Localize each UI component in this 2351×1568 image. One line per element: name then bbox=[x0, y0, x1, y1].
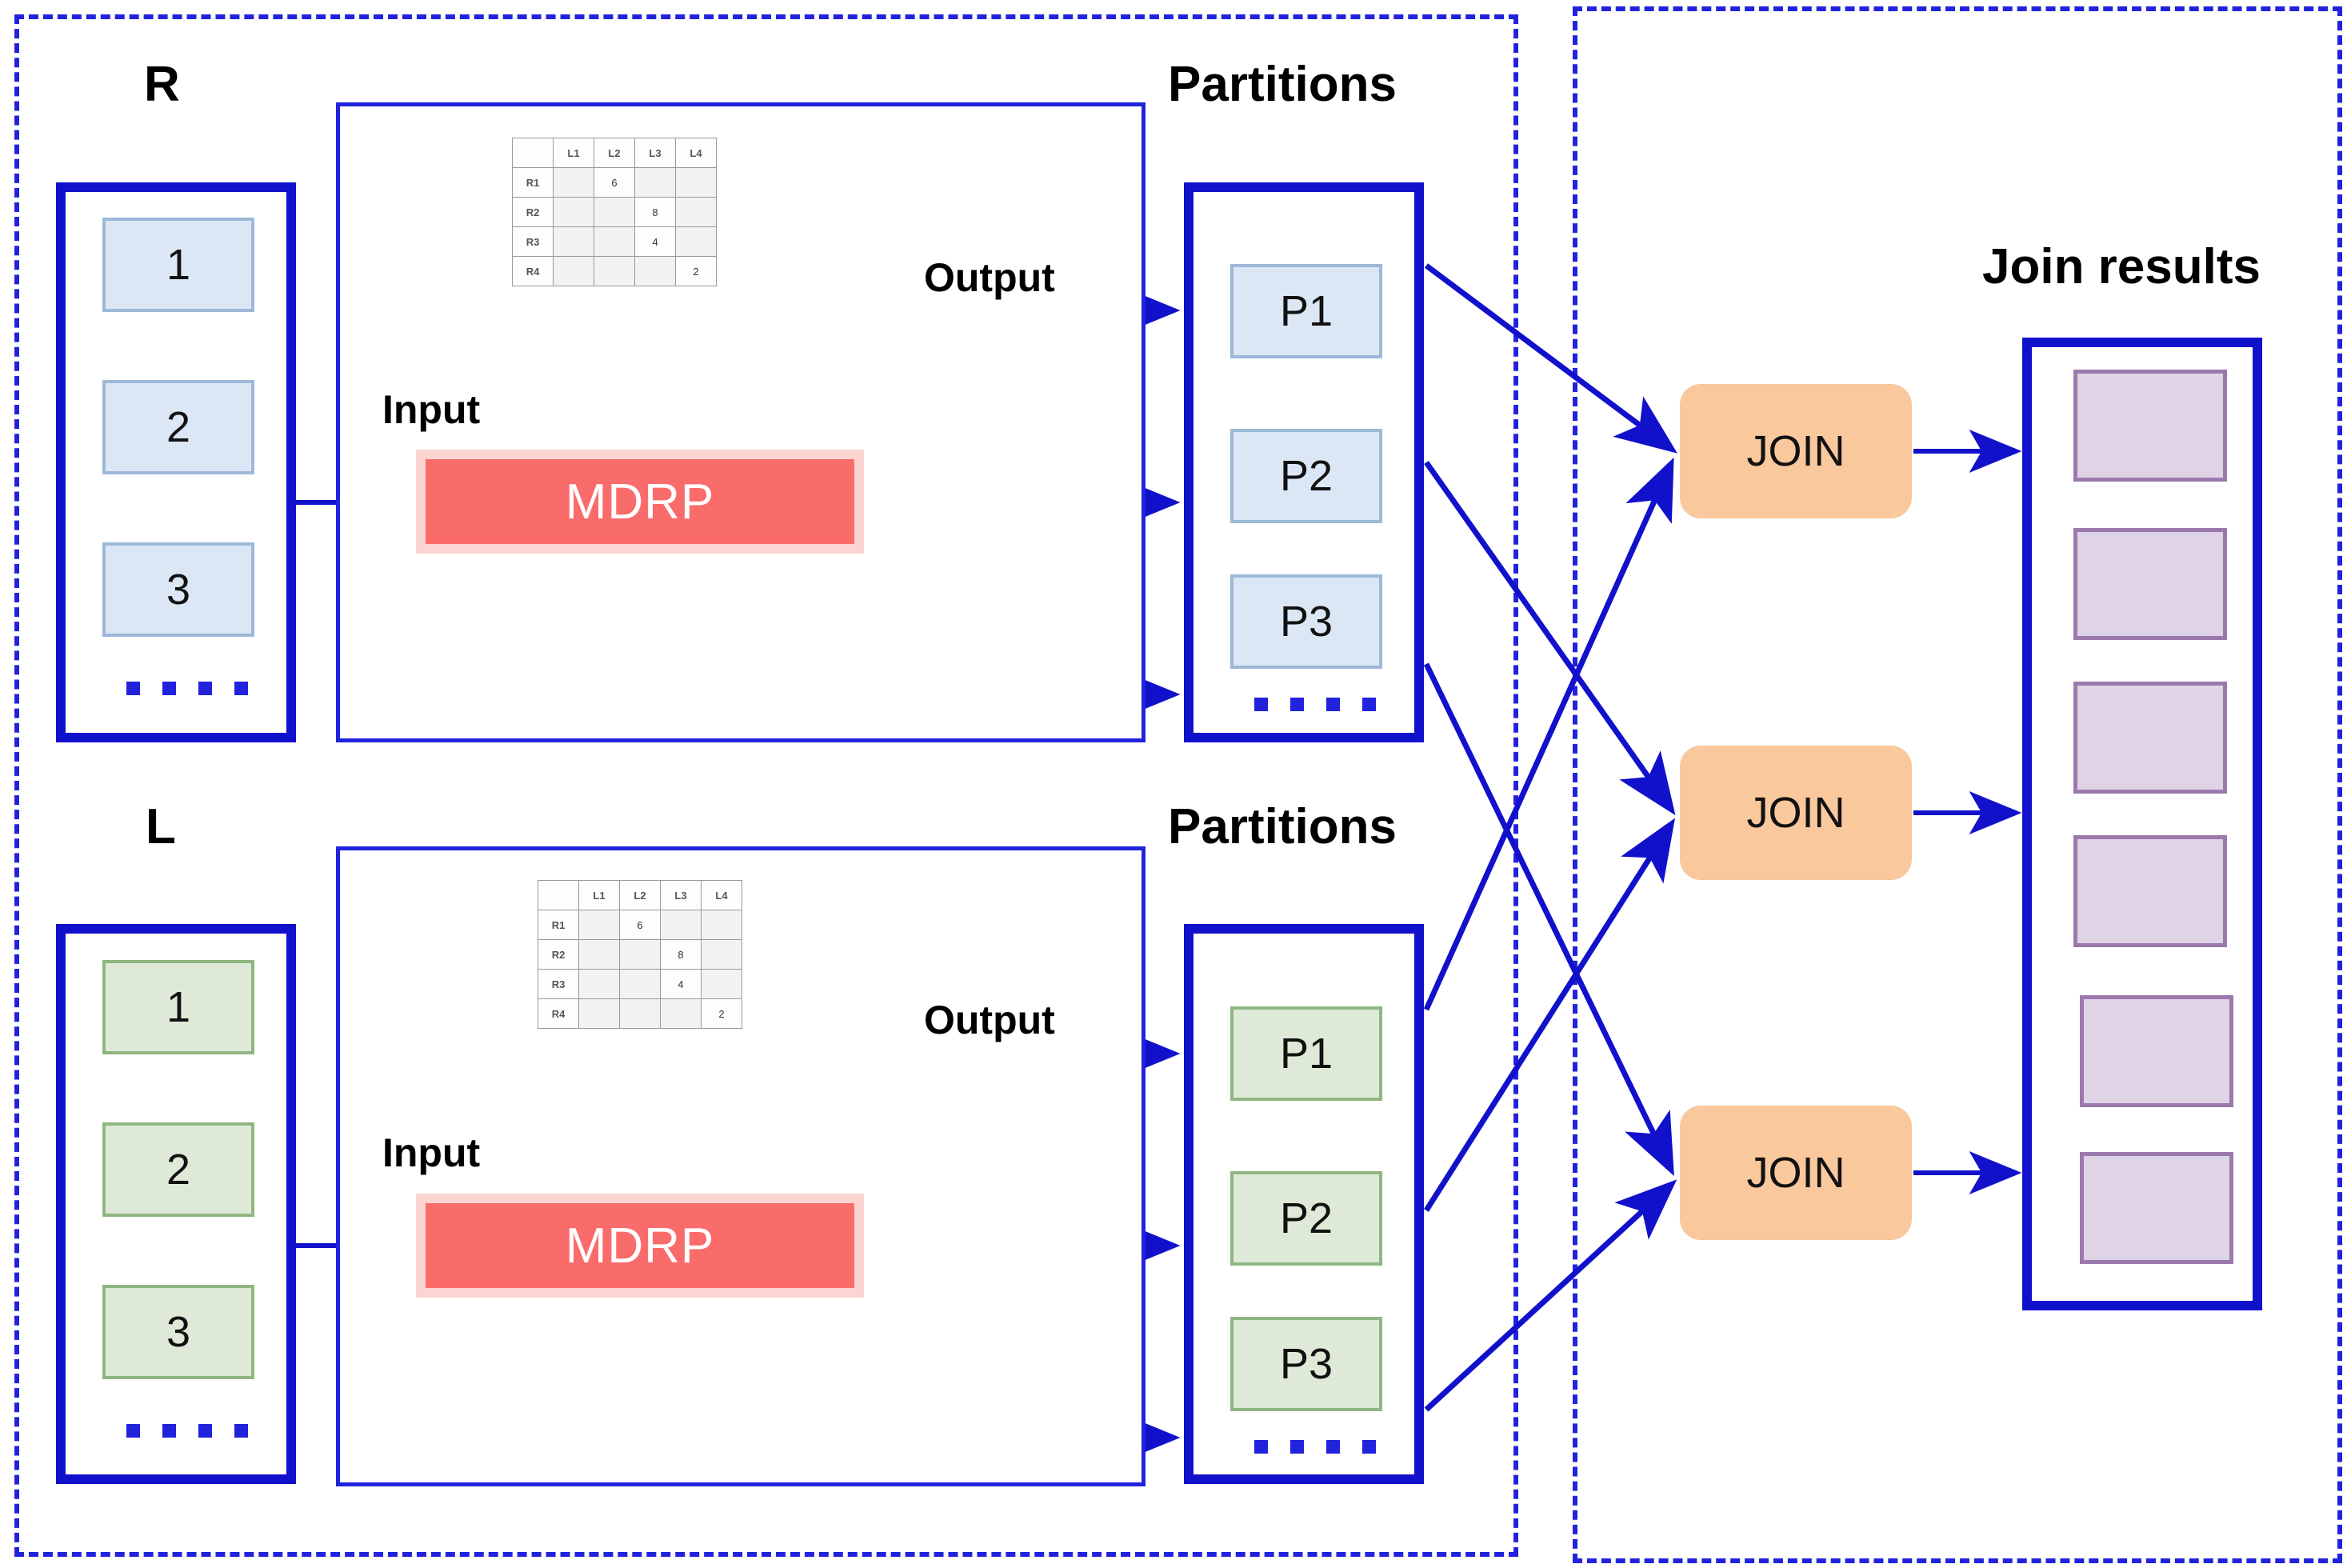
matrix-cell: 6 bbox=[594, 167, 635, 198]
matrix-cell bbox=[578, 910, 620, 940]
matrix-cell bbox=[619, 969, 661, 999]
matrix-cell: 2 bbox=[675, 256, 717, 286]
partitions-title-top: Partitions bbox=[1168, 57, 1397, 112]
matrix-row-label-r4: R4 bbox=[538, 998, 579, 1029]
matrix-row: R2 8 bbox=[512, 197, 717, 227]
relation-r-ellipsis bbox=[126, 682, 248, 695]
join-result-row-2[interactable] bbox=[2073, 528, 2227, 640]
partitions-title-bottom: Partitions bbox=[1168, 799, 1397, 854]
matrix-cell: 8 bbox=[634, 197, 676, 227]
matrix-cell bbox=[578, 939, 620, 970]
matrix-cell bbox=[594, 256, 635, 286]
matrix-row-label-r2: R2 bbox=[538, 939, 579, 970]
cost-matrix-top: L1 L2 L3 L4 R1 6 R2 8 R3 4 R4 bbox=[512, 138, 717, 286]
relation-l-item-3[interactable]: 3 bbox=[102, 1285, 254, 1379]
partitions-bottom-ellipsis bbox=[1254, 1440, 1376, 1454]
matrix-cell bbox=[619, 998, 661, 1029]
matrix-row-label-r1: R1 bbox=[512, 167, 554, 198]
relation-r-item-2[interactable]: 2 bbox=[102, 380, 254, 474]
join-results-box bbox=[2022, 338, 2262, 1310]
matrix-row-label-r3: R3 bbox=[538, 969, 579, 999]
relation-l-ellipsis bbox=[126, 1424, 248, 1438]
join-result-row-6[interactable] bbox=[2080, 1152, 2233, 1264]
input-label-bottom: Input bbox=[382, 1130, 481, 1175]
matrix-row: R4 2 bbox=[538, 998, 742, 1029]
matrix-cell bbox=[578, 969, 620, 999]
matrix-cell bbox=[553, 226, 594, 257]
matrix-cell bbox=[594, 226, 635, 257]
matrix-row-label-r4: R4 bbox=[512, 256, 554, 286]
matrix-cell bbox=[675, 226, 717, 257]
join-result-row-4[interactable] bbox=[2073, 835, 2227, 947]
matrix-row: R3 4 bbox=[538, 969, 742, 999]
matrix-cell bbox=[634, 256, 676, 286]
matrix-cell bbox=[553, 197, 594, 227]
matrix-row: R2 8 bbox=[538, 939, 742, 970]
matrix-cell bbox=[634, 167, 676, 198]
matrix-corner bbox=[512, 138, 554, 168]
partition-top-p1[interactable]: P1 bbox=[1230, 264, 1382, 358]
relation-l-item-2[interactable]: 2 bbox=[102, 1122, 254, 1217]
matrix-cell bbox=[701, 969, 742, 999]
matrix-cell bbox=[660, 998, 702, 1029]
input-label-top: Input bbox=[382, 387, 481, 432]
matrix-cell: 6 bbox=[619, 910, 661, 940]
matrix-row: R1 6 bbox=[512, 167, 717, 198]
relation-r-title: R bbox=[144, 57, 180, 112]
matrix-col-l2: L2 bbox=[594, 138, 635, 168]
relation-r-item-3[interactable]: 3 bbox=[102, 542, 254, 637]
matrix-cell bbox=[701, 910, 742, 940]
matrix-row: R4 2 bbox=[512, 256, 717, 286]
relation-l-item-1[interactable]: 1 bbox=[102, 960, 254, 1054]
matrix-row-label-r2: R2 bbox=[512, 197, 554, 227]
join-node-2[interactable]: JOIN bbox=[1680, 746, 1912, 880]
relation-l-title: L bbox=[146, 799, 176, 854]
join-result-row-3[interactable] bbox=[2073, 682, 2227, 794]
matrix-col-l3: L3 bbox=[660, 880, 702, 910]
matrix-col-l1: L1 bbox=[578, 880, 620, 910]
partition-top-p3[interactable]: P3 bbox=[1230, 574, 1382, 669]
matrix-cell bbox=[675, 197, 717, 227]
join-result-row-5[interactable] bbox=[2080, 995, 2233, 1107]
matrix-cell bbox=[701, 939, 742, 970]
partition-bottom-p3[interactable]: P3 bbox=[1230, 1317, 1382, 1411]
join-result-row-1[interactable] bbox=[2073, 370, 2227, 482]
matrix-cell bbox=[675, 167, 717, 198]
matrix-cell: 4 bbox=[660, 969, 702, 999]
matrix-col-l3: L3 bbox=[634, 138, 676, 168]
output-label-bottom: Output bbox=[924, 998, 1055, 1042]
matrix-cell bbox=[619, 939, 661, 970]
mdrp-node-bottom[interactable]: MDRP bbox=[416, 1194, 864, 1298]
partition-top-p2[interactable]: P2 bbox=[1230, 429, 1382, 523]
cost-matrix-bottom: L1 L2 L3 L4 R1 6 R2 8 R3 4 R4 bbox=[538, 880, 742, 1029]
matrix-cell bbox=[578, 998, 620, 1029]
output-label-top: Output bbox=[924, 255, 1055, 300]
matrix-col-l4: L4 bbox=[701, 880, 742, 910]
join-results-title: Join results bbox=[1982, 239, 2261, 294]
matrix-row-label-r3: R3 bbox=[512, 226, 554, 257]
partition-bottom-p1[interactable]: P1 bbox=[1230, 1006, 1382, 1101]
matrix-cell: 4 bbox=[634, 226, 676, 257]
partitions-top-ellipsis bbox=[1254, 698, 1376, 711]
relation-r-item-1[interactable]: 1 bbox=[102, 218, 254, 312]
matrix-corner bbox=[538, 880, 579, 910]
matrix-cell bbox=[553, 167, 594, 198]
matrix-cell: 2 bbox=[701, 998, 742, 1029]
join-node-1[interactable]: JOIN bbox=[1680, 384, 1912, 518]
join-node-3[interactable]: JOIN bbox=[1680, 1106, 1912, 1240]
matrix-col-l4: L4 bbox=[675, 138, 717, 168]
mdrp-stage-top-box bbox=[336, 102, 1146, 742]
matrix-cell bbox=[594, 197, 635, 227]
matrix-row: R1 6 bbox=[538, 910, 742, 940]
matrix-cell bbox=[553, 256, 594, 286]
matrix-col-l1: L1 bbox=[553, 138, 594, 168]
matrix-cell: 8 bbox=[660, 939, 702, 970]
matrix-cell bbox=[660, 910, 702, 940]
matrix-col-l2: L2 bbox=[619, 880, 661, 910]
matrix-row-label-r1: R1 bbox=[538, 910, 579, 940]
partition-bottom-p2[interactable]: P2 bbox=[1230, 1171, 1382, 1266]
matrix-row: R3 4 bbox=[512, 226, 717, 257]
mdrp-node-top[interactable]: MDRP bbox=[416, 450, 864, 554]
